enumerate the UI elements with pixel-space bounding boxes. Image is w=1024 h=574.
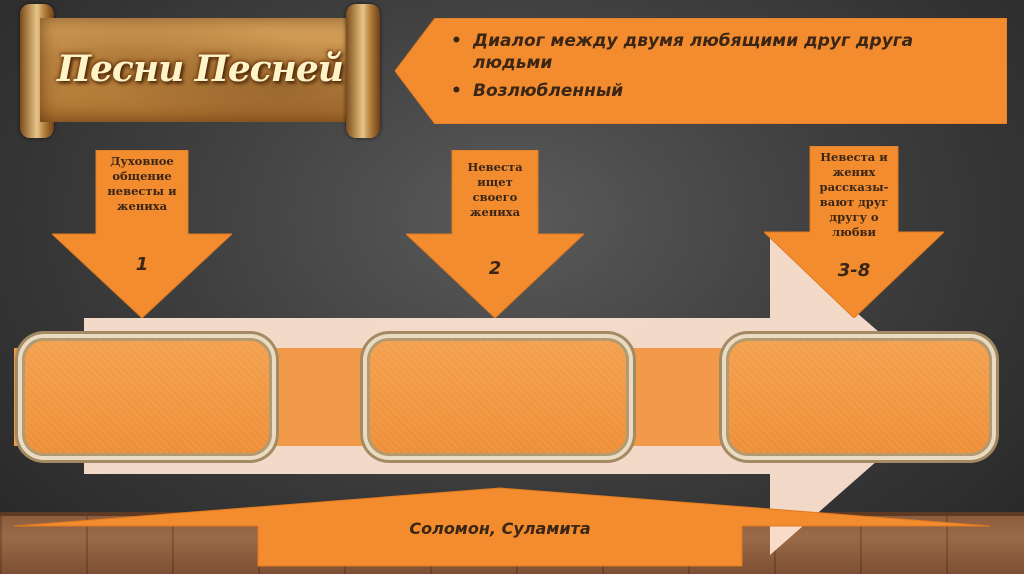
scroll-roll-right	[346, 4, 380, 138]
callout-item: Диалог между двумя любящими друг друга л…	[447, 30, 987, 74]
bottom-callout-label: Соломон, Суламита	[409, 519, 591, 538]
slide-title: Песни Песней	[57, 48, 344, 90]
timeline-box-2	[367, 338, 629, 456]
timeline-box-1	[22, 338, 272, 456]
stage-arrow-1: Духовное общение невесты и жениха 1	[52, 150, 232, 318]
callout-item: Возлюбленный	[447, 80, 987, 102]
stage-number: 1	[135, 254, 149, 275]
callout-list: Диалог между двумя любящими друг друга л…	[447, 30, 987, 108]
stage-label: Духовное общение невесты и жениха	[107, 154, 177, 213]
stage-number: 3-8	[837, 260, 871, 281]
title-scroll: Песни Песней	[14, 4, 386, 138]
stage-label: Невеста и жених рассказы-вают друг другу…	[819, 150, 889, 239]
timeline-box-3	[726, 338, 992, 456]
stage-arrow-2: Невеста ищет своего жениха 2	[406, 150, 584, 318]
stage-number: 2	[488, 258, 502, 279]
scroll-paper	[40, 18, 360, 122]
stage-arrow-3: Невеста и жених рассказы-вают друг другу…	[764, 146, 944, 318]
description-callout: Диалог между двумя любящими друг друга л…	[395, 18, 1007, 124]
stage-label: Невеста ищет своего жениха	[467, 160, 523, 219]
